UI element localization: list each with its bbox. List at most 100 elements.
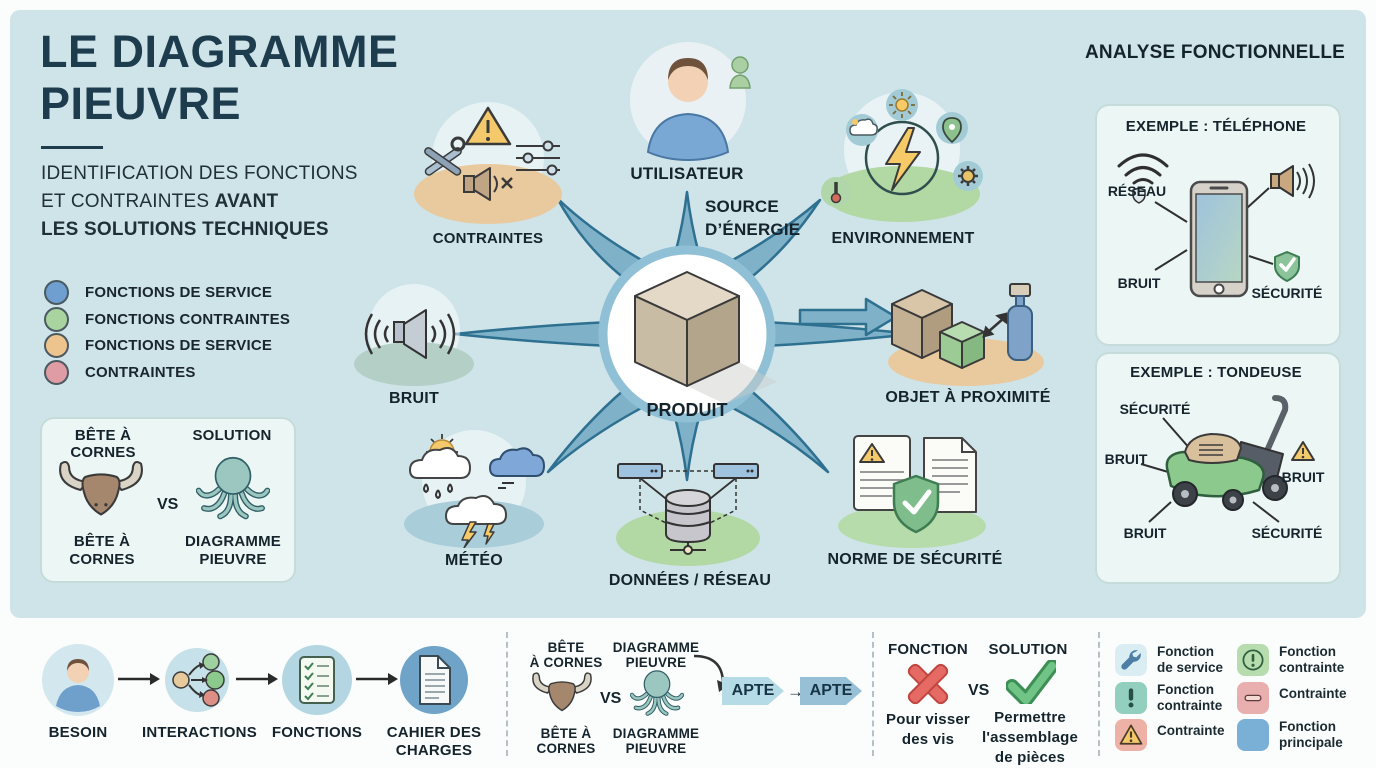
phone-icon xyxy=(1189,180,1249,298)
red-dot-icon xyxy=(44,360,69,385)
flow-arrow-2 xyxy=(236,673,278,685)
legend-square-contrainte-2 xyxy=(1237,682,1269,714)
green-cube-icon xyxy=(939,321,985,369)
octopus-icon xyxy=(196,456,270,520)
tools-icon xyxy=(424,136,466,176)
warning-icon xyxy=(1291,441,1315,461)
legend-label-2: Fonction contrainte xyxy=(1157,682,1223,713)
phone-example-title: EXEMPLE : TÉLÉPHONE xyxy=(1125,118,1307,135)
legend-label-6: Fonction principale xyxy=(1279,719,1343,750)
fonction-solution-vs: VS xyxy=(968,682,990,699)
mower-example-art: SÉCURITÉ BRUIT BRUIT SÉCURITÉ BRUIT xyxy=(1105,395,1325,541)
sliders-icon xyxy=(516,140,560,176)
apte-arrow: → xyxy=(787,682,804,701)
environnement-label: ENVIRONNEMENT xyxy=(831,230,975,247)
fonction-text: Pour visser des vis xyxy=(886,711,970,748)
legend-item-service-1: FONCTIONS DE SERVICE xyxy=(44,280,272,305)
separator-2 xyxy=(872,632,874,756)
solution-header: SOLUTION xyxy=(988,641,1068,658)
phone-bruit-label: BRUIT xyxy=(1118,275,1161,291)
shield-check-icon xyxy=(892,474,940,534)
gear-mini-icon xyxy=(953,161,983,191)
legend-square-contrainte-1 xyxy=(1115,719,1147,751)
bruit-label: BRUIT xyxy=(389,390,439,407)
comparison-right-header: SOLUTION xyxy=(192,427,272,444)
interactions-icon xyxy=(165,648,229,712)
donnees-reseau-label: DONNÉES / RÉSEAU xyxy=(608,572,772,589)
legend-label-3: Contrainte xyxy=(1157,723,1225,738)
mower-bruit-bottom-label: BRUIT xyxy=(1124,525,1167,541)
sun-mini-icon xyxy=(886,89,918,121)
fonctions-label: FONCTIONS xyxy=(271,724,363,741)
server-icons xyxy=(617,463,759,479)
environnement-icon xyxy=(821,89,983,222)
subtitle-line3: LES SOLUTIONS TECHNIQUES xyxy=(41,219,329,240)
mower-example-title: EXEMPLE : TONDEUSE xyxy=(1130,364,1302,381)
cahier-charges-icon xyxy=(400,646,468,714)
mini-bete-cornes-header: BÊTE À CORNES xyxy=(529,640,603,670)
comparison-vs: VS xyxy=(157,496,179,513)
double-arrow-icon xyxy=(982,312,1008,338)
besoin-icon xyxy=(42,644,114,716)
sun-cloud-rain-icon xyxy=(408,434,472,500)
meteo-label: MÉTÉO xyxy=(445,552,503,569)
comparison-box xyxy=(40,417,296,583)
pin-mini-icon xyxy=(936,112,968,144)
database-icon xyxy=(665,489,711,544)
warning-icon xyxy=(1119,724,1143,745)
mini-diagramme-header: DIAGRAMME PIEUVRE xyxy=(612,640,700,670)
utilisateur-label: UTILISATEUR xyxy=(630,164,744,183)
apte-chevron-2: APTE xyxy=(800,677,862,705)
cahier-charges-label: CAHIER DES CHARGES xyxy=(386,724,482,759)
source-energie-label: SOURCE D’ÉNERGIE xyxy=(705,197,801,239)
legend-square-fonction-contrainte-2 xyxy=(1237,644,1269,676)
apte-chevron-1: APTE xyxy=(722,677,784,705)
contraintes-icon xyxy=(414,102,562,224)
contraintes-label: CONTRAINTES xyxy=(432,230,544,247)
flow-arrow-1 xyxy=(118,673,160,685)
mower-bruit-left-label: BRUIT xyxy=(1105,451,1148,467)
lawnmower-icon xyxy=(1165,395,1289,511)
mower-securite-bottom-label: SÉCURITÉ xyxy=(1252,525,1323,541)
legend-label-1: Fonction de service xyxy=(1157,644,1224,675)
legend-label-5: Contrainte xyxy=(1279,686,1347,701)
norme-securite-label: NORME DE SÉCURITÉ xyxy=(827,551,1003,568)
objet-proximite-label: OBJET À PROXIMITÉ xyxy=(885,389,1051,406)
subtitle-line2: ET CONTRAINTES AVANT xyxy=(41,191,279,212)
cloud-mini-icon xyxy=(846,114,878,146)
objet-proximite-icon xyxy=(888,283,1044,386)
legend-square-fonction-service xyxy=(1115,644,1147,676)
legend-item-service-2: FONCTIONS DE SERVICE xyxy=(44,333,272,358)
fonctions-icon xyxy=(282,645,352,715)
mini-vs: VS xyxy=(600,690,622,707)
legend-square-fonction-contrainte-1 xyxy=(1115,682,1147,714)
shield-check-icon xyxy=(1274,251,1300,282)
besoin-label: BESOIN xyxy=(48,724,108,741)
page-title: LE DIAGRAMME PIEUVRE xyxy=(40,26,399,129)
subtitle-line1: IDENTIFICATION DES FONCTIONS xyxy=(41,163,358,184)
bottle-icon xyxy=(1007,283,1033,361)
norme-securite-icon xyxy=(838,435,986,548)
comparison-right-label: DIAGRAMME PIEUVRE xyxy=(185,533,281,568)
flow-arrow-3 xyxy=(356,673,398,685)
interactions-label: INTERACTIONS xyxy=(142,724,257,741)
comparison-left-header: BÊTE À CORNES xyxy=(70,427,136,461)
mini-bull-icon xyxy=(532,672,592,712)
legend-item-contraintes-1: FONCTIONS CONTRAINTES xyxy=(44,307,290,332)
mini-person-icon xyxy=(729,56,751,89)
red-x-icon xyxy=(907,663,949,705)
solution-text: Permettre l'assemblage de pièces xyxy=(982,709,1079,766)
wifi-icon xyxy=(1117,153,1169,185)
separator-1 xyxy=(506,632,508,756)
comparison-left-label: BÊTE À CORNES xyxy=(69,533,135,568)
bull-icon xyxy=(59,460,143,516)
thermometer-mini-icon xyxy=(821,177,851,207)
blue-dot-icon xyxy=(44,280,69,305)
circled-exclamation-icon xyxy=(1242,649,1264,671)
legend-item-contraintes-2: CONTRAINTES xyxy=(44,360,196,385)
orange-dot-icon xyxy=(44,333,69,358)
legend-label-4: Fonction contrainte xyxy=(1279,644,1345,675)
green-check-icon xyxy=(1006,660,1056,704)
mower-bruit-right-label: BRUIT xyxy=(1282,469,1325,485)
